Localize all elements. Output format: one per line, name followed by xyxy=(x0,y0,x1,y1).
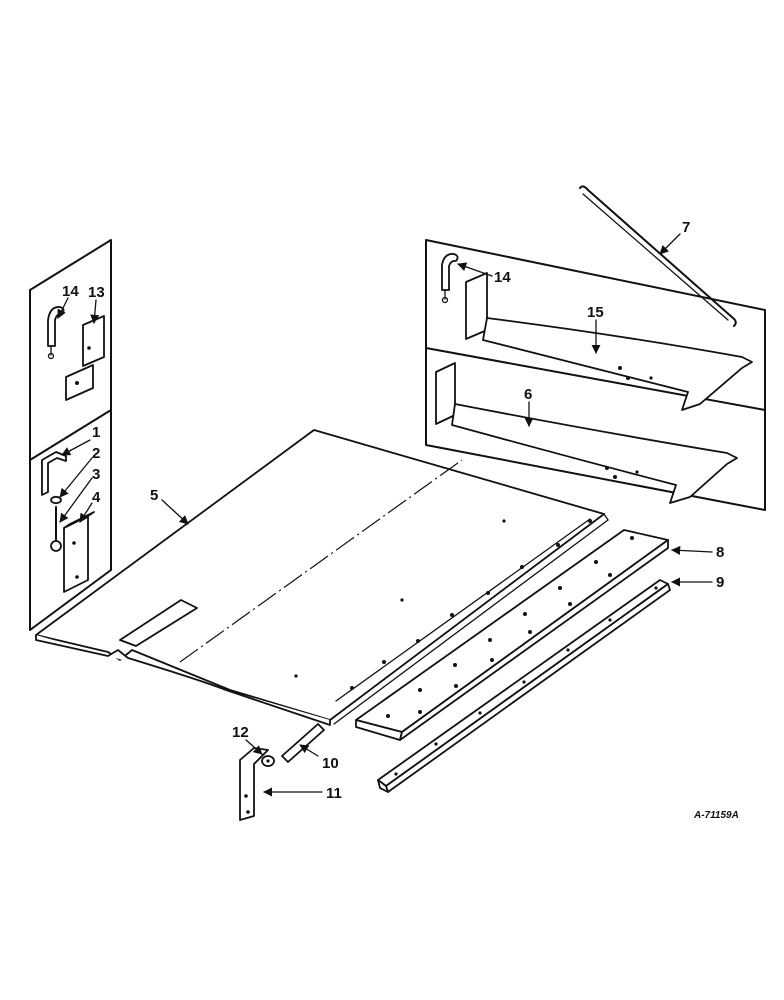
leader-7 xyxy=(659,233,681,255)
callout-10: 10 xyxy=(322,755,339,772)
part-4-plate xyxy=(63,511,95,593)
leader-5 xyxy=(161,499,189,525)
callout-3: 3 xyxy=(92,466,100,483)
callout-15: 15 xyxy=(587,304,604,321)
right-inset-divider xyxy=(425,347,766,411)
leader-13 xyxy=(90,299,100,324)
callout-14-left: 14 xyxy=(62,283,79,300)
part-8-strip xyxy=(355,529,669,741)
part-5-pan xyxy=(35,429,609,726)
part-1-clip xyxy=(41,451,67,496)
callout-7: 7 xyxy=(682,219,690,236)
callout-1: 1 xyxy=(92,424,100,441)
callout-14-right: 14 xyxy=(494,269,511,286)
part-6-support xyxy=(435,362,738,504)
leader-3 xyxy=(59,477,93,523)
right-inset-frame xyxy=(425,239,766,511)
leader-lines xyxy=(57,233,713,797)
leader-14-right xyxy=(457,262,493,277)
strip-8-holes xyxy=(386,536,634,718)
strip-9-holes xyxy=(394,586,658,776)
callout-5: 5 xyxy=(150,487,158,504)
right-inset-panel xyxy=(425,239,766,511)
leader-14-left xyxy=(57,297,69,319)
left-inset-divider xyxy=(29,409,112,461)
callout-labels: 14 13 1 2 3 4 5 14 15 6 7 8 9 10 11 12 xyxy=(62,219,724,802)
callout-2: 2 xyxy=(92,445,100,462)
part-14-clip-left xyxy=(47,306,65,360)
leader-10 xyxy=(299,744,319,757)
left-inset-frame xyxy=(29,239,112,631)
callout-13: 13 xyxy=(88,284,105,301)
leader-1 xyxy=(61,439,91,456)
callout-4: 4 xyxy=(92,489,101,506)
part-3-eye-bolt xyxy=(50,506,62,552)
callout-12: 12 xyxy=(232,724,249,741)
leader-2 xyxy=(59,457,93,498)
part-14-clip-right xyxy=(441,253,459,304)
leader-8 xyxy=(671,545,713,555)
callout-6: 6 xyxy=(524,386,532,403)
part-9-strip xyxy=(377,579,671,793)
leader-4 xyxy=(79,502,93,523)
part-10-pin xyxy=(281,723,325,763)
callout-8: 8 xyxy=(716,544,724,561)
drawing-id: A-71159A xyxy=(693,810,739,821)
part-15-support xyxy=(465,272,753,411)
callout-11: 11 xyxy=(326,785,342,802)
part-13-bracket xyxy=(65,315,105,401)
pan-holes xyxy=(294,519,592,690)
callout-9: 9 xyxy=(716,574,724,591)
part-12-bushing xyxy=(261,755,275,767)
leader-12 xyxy=(245,739,263,755)
part-2-nut xyxy=(50,495,62,505)
